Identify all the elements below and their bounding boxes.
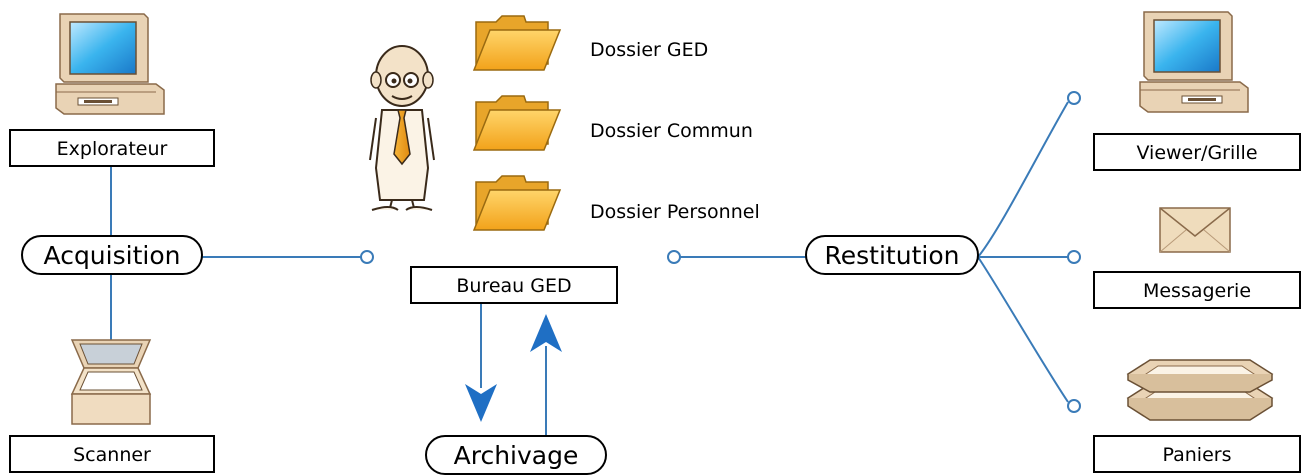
paniers-box	[1093, 435, 1301, 473]
arrow-down-head	[465, 384, 497, 422]
archivage-label: Archivage	[454, 441, 579, 470]
user-icon	[369, 45, 435, 211]
scanner-icon	[70, 339, 152, 425]
paniers-label: Paniers	[1163, 444, 1232, 466]
bureau-ged-box	[410, 266, 618, 304]
scanner-box	[9, 435, 215, 473]
bureau-ged-label: Bureau GED	[456, 275, 571, 297]
connector-dot	[667, 250, 681, 264]
acquisition-label: Acquisition	[44, 241, 181, 270]
viewer-grille-box	[1093, 133, 1301, 171]
scanner-label: Scanner	[73, 444, 151, 466]
computer-icon	[1139, 11, 1249, 113]
envelope-icon	[1159, 207, 1231, 253]
line-restitution-paniers	[977, 256, 1069, 403]
restitution-label: Restitution	[825, 241, 960, 270]
arrow-up-head	[530, 314, 562, 352]
viewer-grille-label: Viewer/Grille	[1136, 142, 1257, 164]
connector-dot	[360, 250, 374, 264]
connector-dot	[1067, 399, 1081, 413]
messagerie-label: Messagerie	[1143, 280, 1251, 302]
connector-dot	[1067, 250, 1081, 264]
computer-icon	[55, 13, 165, 115]
messagerie-box	[1093, 271, 1301, 309]
connector-dot	[1067, 91, 1081, 105]
restitution-pill	[805, 235, 979, 275]
folder-label-commun: Dossier Commun	[590, 120, 753, 142]
folder-icon	[472, 15, 562, 71]
acquisition-pill	[21, 235, 203, 275]
folder-label-personnel: Dossier Personnel	[590, 201, 760, 223]
stacked-trays-icon	[1126, 359, 1274, 421]
folder-icon	[472, 175, 562, 231]
folder-icon	[472, 95, 562, 151]
folder-label-ged: Dossier GED	[590, 39, 708, 61]
connectors	[110, 91, 1081, 436]
explorateur-label: Explorateur	[57, 138, 168, 160]
line-restitution-viewer	[977, 101, 1069, 258]
explorateur-box	[9, 129, 215, 167]
archivage-pill	[425, 435, 607, 475]
